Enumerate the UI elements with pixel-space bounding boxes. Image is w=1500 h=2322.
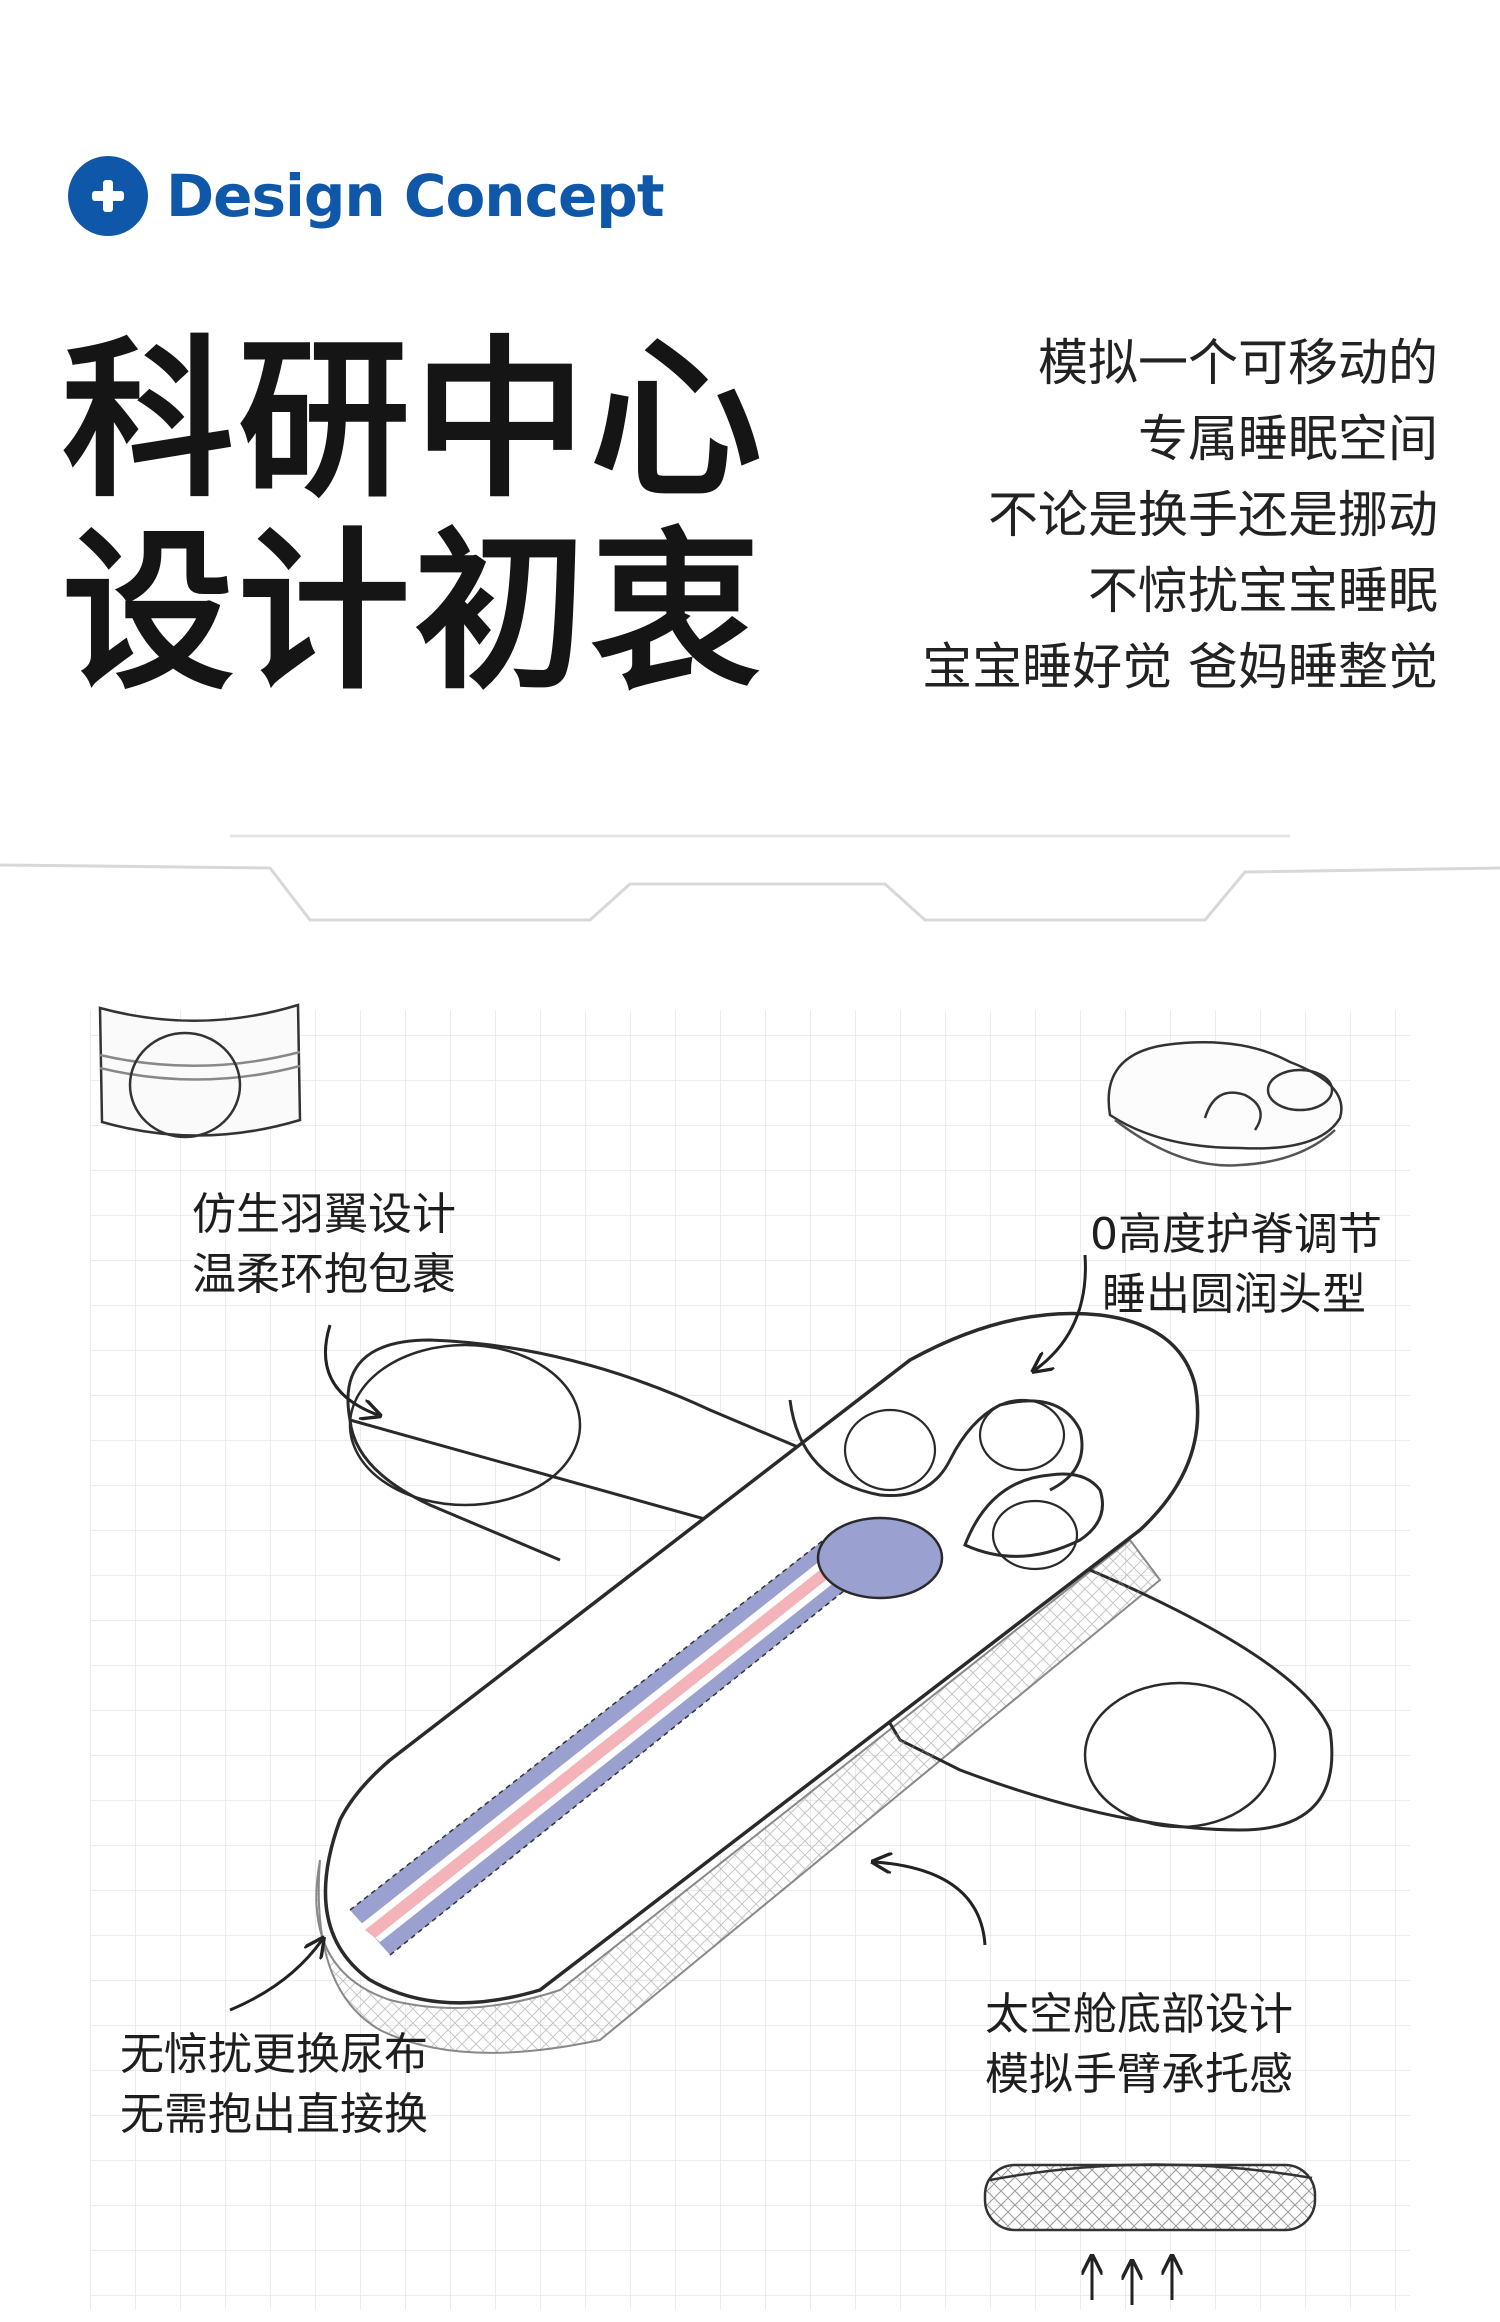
- mattress-body: [315, 1311, 1200, 2054]
- callout-wings: 仿生羽翼设计 温柔环抱包裹: [192, 1189, 456, 1300]
- stripe-pink: [365, 1550, 855, 1938]
- head-pad: [816, 1516, 944, 1600]
- brand-title: Design Concept: [166, 162, 665, 230]
- description-line: 宝宝睡好觉 爸妈睡整觉: [922, 638, 1438, 696]
- base-thumbnail: [983, 2163, 1317, 2305]
- plus-circle-icon: [68, 156, 148, 236]
- description-line: 专属睡眠空间: [1138, 410, 1438, 468]
- callout-head: 0高度护脊调节 睡出圆润头型: [1090, 1209, 1382, 1320]
- pillow-thumbnail: [1107, 1041, 1343, 1167]
- description-line: 不惊扰宝宝睡眠: [1088, 562, 1438, 620]
- decorative-divider: [0, 834, 1500, 922]
- section-header: Design Concept: [68, 156, 665, 236]
- wrap-thumbnail: [98, 1003, 302, 1139]
- description-line: 不论是换手还是挪动: [988, 486, 1438, 544]
- callout-bottom: 太空舱底部设计 模拟手臂承托感: [985, 1989, 1293, 2100]
- callout-diaper: 无惊扰更换尿布 无需抱出直接换: [120, 2029, 428, 2140]
- page-title: 科研中心 设计初衷: [62, 325, 766, 709]
- title-line-1: 科研中心: [62, 320, 766, 521]
- description: 模拟一个可移动的 专属睡眠空间 不论是换手还是挪动 不惊扰宝宝睡眠 宝宝睡好觉 …: [922, 325, 1438, 705]
- title-line-2: 设计初衷: [62, 512, 766, 713]
- callout-arrows: [229, 1254, 1087, 2012]
- description-line: 模拟一个可移动的: [1038, 334, 1438, 392]
